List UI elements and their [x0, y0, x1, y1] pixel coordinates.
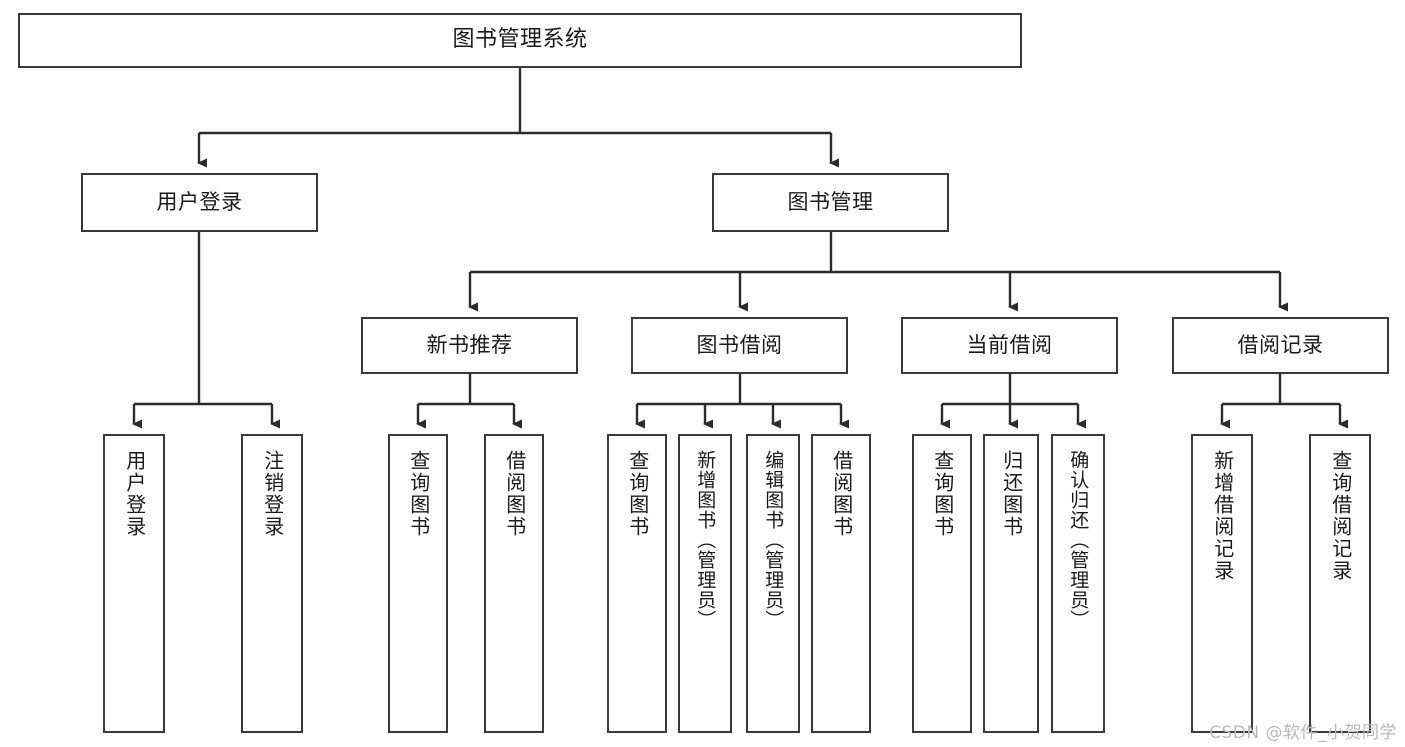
node-borrow-record[interactable]: 借阅记录	[1172, 317, 1389, 374]
node-label: 图书借阅	[696, 332, 783, 357]
node-current-borrow[interactable]: 当前借阅	[901, 317, 1118, 374]
leaf-user-logout[interactable]: 注销登录	[241, 434, 303, 733]
node-label: 图书管理系统	[452, 27, 588, 53]
leaf-current-query-book[interactable]: 查询图书	[912, 434, 972, 733]
node-label: 用户登录	[156, 189, 243, 214]
node-label: 注销登录	[260, 450, 285, 538]
node-label: 查询借阅记录	[1328, 450, 1353, 582]
node-label: 编辑图书（管理员）	[762, 450, 785, 630]
leaf-borrow-add-book-admin[interactable]: 新增图书（管理员）	[678, 434, 732, 733]
node-label: 归还图书	[999, 450, 1024, 538]
node-label: 当前借阅	[966, 332, 1053, 357]
node-book-borrow[interactable]: 图书借阅	[631, 317, 848, 374]
leaf-borrow-query-book[interactable]: 查询图书	[607, 434, 667, 733]
leaf-current-confirm-return-admin[interactable]: 确认归还（管理员）	[1051, 434, 1105, 733]
csdn-watermark: CSDN @软件_小贺同学	[1209, 723, 1397, 743]
node-label: 新增借阅记录	[1210, 450, 1235, 582]
node-user-login[interactable]: 用户登录	[81, 173, 318, 232]
node-label: 新书推荐	[426, 332, 513, 357]
node-label: 借阅图书	[502, 450, 527, 538]
leaf-borrow-edit-book-admin[interactable]: 编辑图书（管理员）	[746, 434, 800, 733]
node-root-system[interactable]: 图书管理系统	[18, 13, 1022, 68]
node-label: 借阅记录	[1237, 332, 1324, 357]
node-label: 新增图书（管理员）	[694, 450, 717, 630]
node-label: 借阅图书	[829, 450, 854, 538]
node-label: 查询图书	[625, 450, 650, 538]
leaf-borrow-borrow-book[interactable]: 借阅图书	[811, 434, 871, 733]
node-book-management[interactable]: 图书管理	[712, 173, 949, 232]
leaf-user-login-do[interactable]: 用户登录	[103, 434, 165, 733]
node-label: 用户登录	[122, 450, 147, 538]
node-label: 查询图书	[930, 450, 955, 538]
node-label: 图书管理	[787, 189, 874, 214]
node-label: 查询图书	[406, 450, 431, 538]
leaf-record-add-record[interactable]: 新增借阅记录	[1191, 434, 1253, 733]
node-label: 确认归还（管理员）	[1067, 450, 1090, 630]
node-new-book-recommend[interactable]: 新书推荐	[361, 317, 578, 374]
leaf-current-return-book[interactable]: 归还图书	[983, 434, 1039, 733]
leaf-recommend-query-book[interactable]: 查询图书	[388, 434, 448, 733]
leaf-record-query-record[interactable]: 查询借阅记录	[1309, 434, 1371, 733]
leaf-recommend-borrow-book[interactable]: 借阅图书	[484, 434, 544, 733]
